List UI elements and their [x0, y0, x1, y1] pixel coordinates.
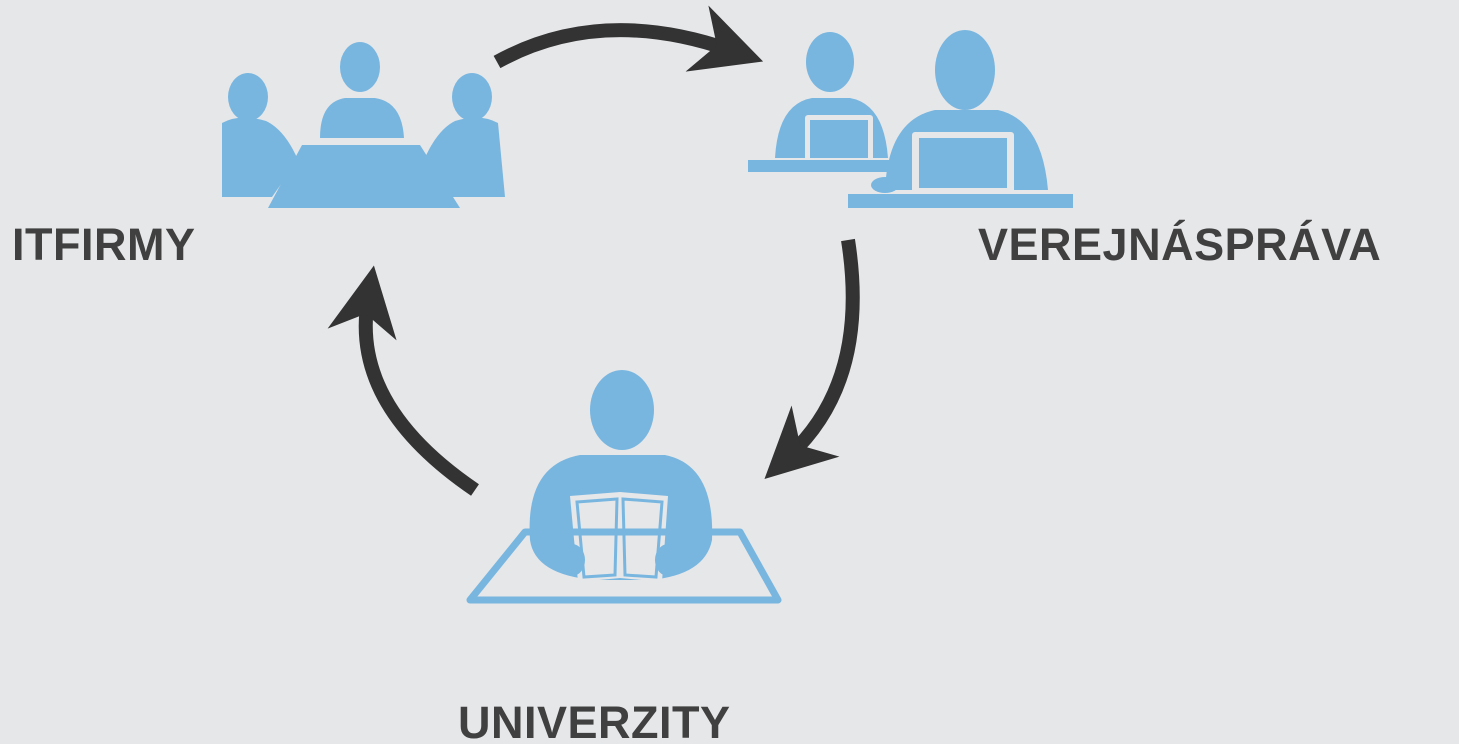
reading-student-icon	[466, 370, 782, 604]
laptop-workers-icon	[748, 30, 1073, 208]
node-label-it-firms: ITFIRMY	[12, 219, 196, 270]
node-label-public-administration: VEREJNÁSPRÁVA	[978, 219, 1382, 270]
arrow-uni-to-it	[327, 265, 479, 496]
node-label-universities: UNIVERZITY	[458, 697, 731, 744]
arrow-it-to-gov	[493, 5, 764, 72]
meeting-icon	[222, 42, 505, 208]
arrow-gov-to-uni	[764, 238, 860, 479]
